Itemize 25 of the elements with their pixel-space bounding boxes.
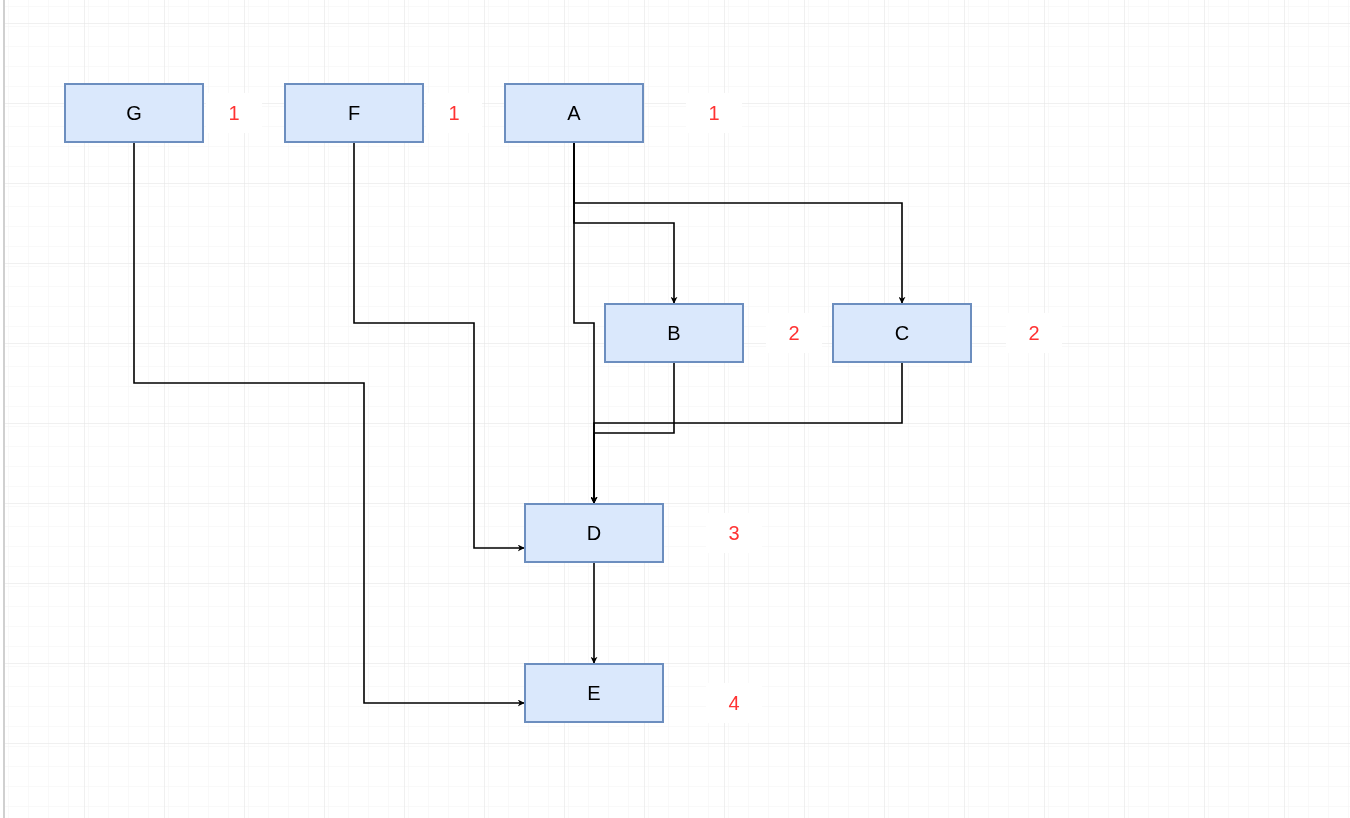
process-box — [832, 303, 972, 363]
node-label: B — [667, 321, 681, 346]
node-label: E — [587, 681, 601, 706]
order-number: 1 — [206, 93, 262, 133]
arrow — [353, 142, 525, 552]
order-number: 4 — [706, 683, 762, 723]
order-number: 1 — [426, 93, 482, 133]
process-box — [64, 83, 204, 143]
order-number: 2 — [766, 313, 822, 353]
node-label: D — [586, 521, 602, 546]
arrow — [590, 362, 903, 504]
process-box — [284, 83, 424, 143]
process-box — [604, 303, 744, 363]
process-box — [524, 663, 664, 723]
order-number: 1 — [686, 93, 742, 133]
node-label: C — [894, 321, 910, 346]
node-label: F — [347, 101, 361, 126]
order-number: 2 — [1006, 313, 1062, 353]
order-number: 3 — [706, 513, 762, 553]
process-box — [504, 83, 644, 143]
node-label: G — [126, 101, 142, 126]
node-label: A — [567, 101, 581, 126]
process-box — [524, 503, 664, 563]
arrow — [133, 142, 525, 707]
arrow — [590, 562, 598, 664]
